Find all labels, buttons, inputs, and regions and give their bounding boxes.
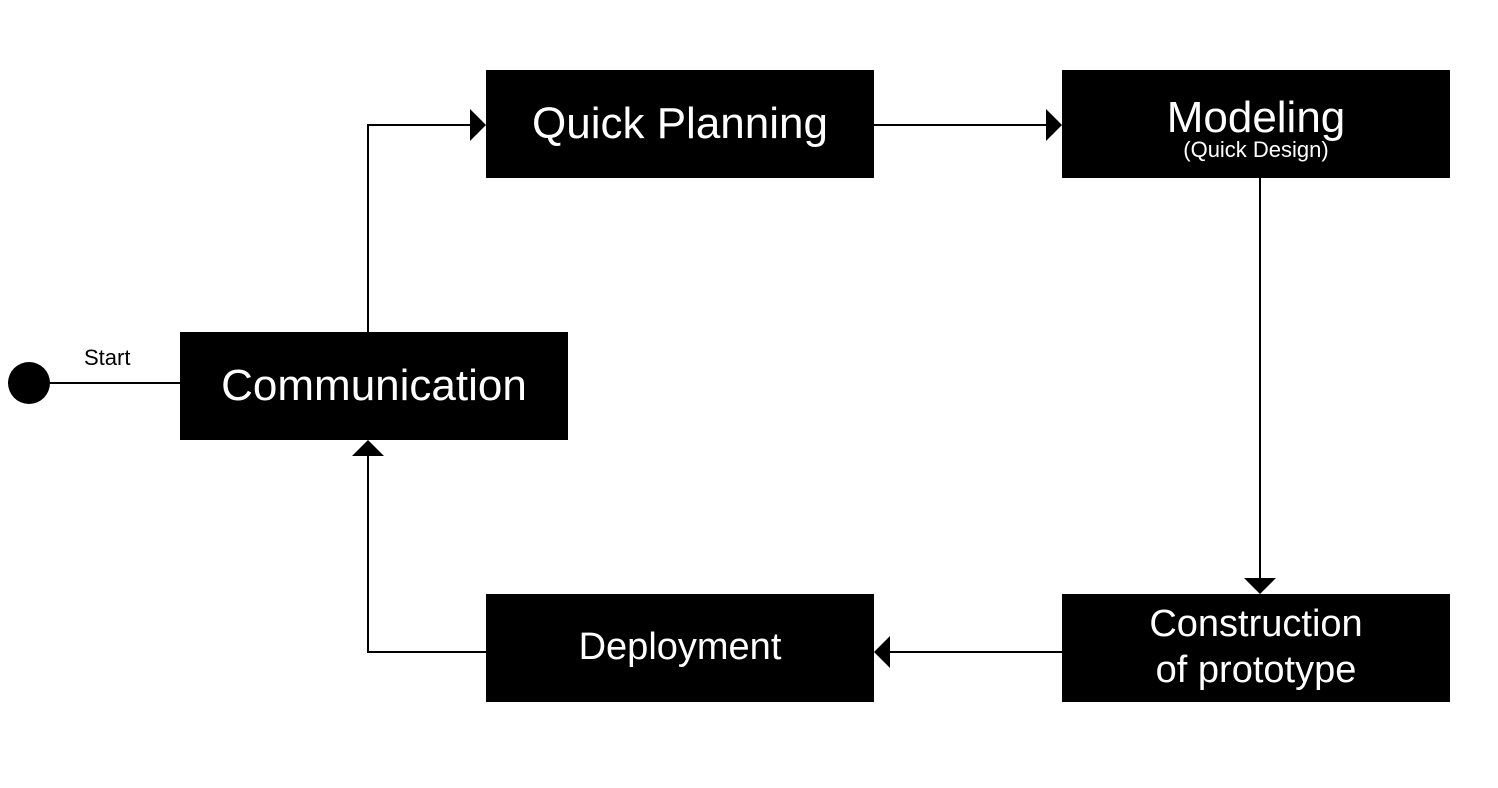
modeling-box: Modeling (Quick Design) [1062, 70, 1450, 178]
deployment-box: Deployment [486, 594, 874, 702]
construction-title-line2: of prototype [1155, 649, 1357, 691]
modeling-title: Modeling [1166, 92, 1346, 142]
start-label: Start [84, 345, 131, 370]
connector-communication-to-quick-planning [367, 124, 470, 332]
deployment-title: Deployment [578, 626, 782, 669]
communication-title: Communication [221, 360, 527, 410]
construction-box: Construction of prototype [1062, 594, 1450, 702]
construction-title-line1: Construction [1149, 603, 1363, 646]
modeling-subtitle: (Quick Design) [1183, 137, 1329, 163]
communication-box: Communication [180, 332, 568, 440]
quick-planning-box: Quick Planning [486, 70, 874, 178]
arrowhead-communication [352, 440, 384, 456]
quick-planning-title: Quick Planning [532, 98, 828, 148]
arrowhead-construction [1244, 578, 1276, 594]
arrowhead-quick-planning [470, 109, 486, 141]
connector-deployment-to-communication [367, 456, 486, 653]
arrowhead-deployment [874, 636, 890, 668]
start-node [8, 362, 50, 404]
arrowhead-modeling [1046, 109, 1062, 141]
